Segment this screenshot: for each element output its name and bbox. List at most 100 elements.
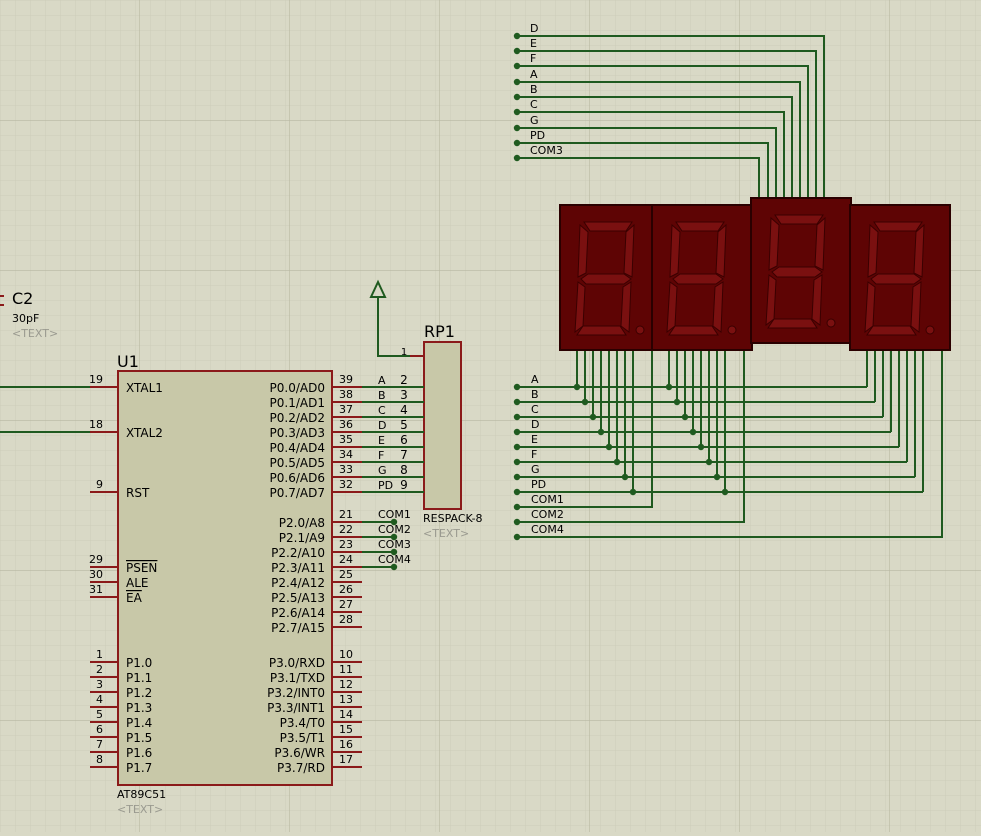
wire-top-B[interactable]: [517, 96, 793, 198]
net-label: A: [530, 68, 538, 81]
digit-3[interactable]: [750, 197, 852, 344]
seven-segment-display[interactable]: [559, 197, 951, 351]
segment: [910, 281, 922, 333]
decimal-point: [727, 325, 737, 335]
u1-pin-number: 8: [96, 753, 103, 766]
junction-dot: [390, 518, 398, 526]
segment: [870, 273, 922, 285]
segment: [672, 273, 724, 285]
net-label: A: [531, 373, 539, 386]
segment: [771, 266, 823, 278]
net-label-com: COM1: [378, 508, 411, 521]
power-terminal[interactable]: [369, 279, 410, 357]
wire-top-PD[interactable]: [517, 142, 769, 198]
rp1-pin-number: 7: [400, 448, 408, 462]
rp1-text: <TEXT>: [423, 527, 469, 540]
u1-pin-name: P2.5/A13: [271, 591, 325, 605]
power-arrow-icon: [369, 279, 387, 298]
junction-dot: [605, 443, 613, 451]
u1-pin-name: P3.4/T0: [280, 716, 325, 730]
wire-top-F[interactable]: [517, 65, 809, 198]
u1-pin-number: 19: [89, 373, 103, 386]
u1-body[interactable]: [117, 370, 333, 786]
junction-dot: [589, 413, 597, 421]
rp1-pin-number: 1: [401, 347, 407, 358]
u1-pin-name: P1.4: [126, 716, 152, 730]
digit-2[interactable]: [651, 204, 753, 351]
u1-pin-number: 35: [339, 433, 353, 446]
segment: [814, 216, 826, 271]
rp1-part: RESPACK-8: [423, 512, 483, 525]
u1-pin-number: 5: [96, 708, 103, 721]
u1-pin-number: 12: [339, 678, 353, 691]
digit-1[interactable]: [559, 204, 661, 351]
segment: [913, 223, 925, 278]
net-label: COM3: [530, 144, 563, 157]
net-label: G: [530, 114, 539, 127]
u1-pin-name: PSEN: [126, 561, 157, 575]
junction-dot: [665, 383, 673, 391]
net-label: COM4: [531, 523, 564, 536]
c2-value: 30pF: [12, 312, 39, 325]
u1-pin-name: XTAL1: [126, 381, 163, 395]
u1-pin-number: 39: [339, 373, 353, 386]
net-label: B: [378, 389, 386, 402]
wire-top-C[interactable]: [517, 111, 785, 198]
wire-top-E[interactable]: [517, 50, 817, 198]
u1-pin-number: 9: [96, 478, 103, 491]
u1-pin-number: 34: [339, 448, 353, 461]
u1-pin-name: P1.0: [126, 656, 152, 670]
u1-pin-number: 37: [339, 403, 353, 416]
u1-pin-number: 4: [96, 693, 103, 706]
rp1-pin-number: 5: [400, 418, 408, 432]
segment: [577, 223, 589, 278]
wire-com-digit[interactable]: [517, 350, 745, 523]
mcu-u1[interactable]: U1 19XTAL118XTAL29RST29PSEN30ALE31EA1P1.…: [89, 352, 362, 816]
u1-pin-number: 33: [339, 463, 353, 476]
segment: [866, 325, 917, 336]
wire-top-D[interactable]: [517, 35, 825, 198]
u1-part: AT89C51: [117, 788, 166, 801]
u1-pin-number: 18: [89, 418, 103, 431]
rp1-pin-number: 3: [400, 388, 408, 402]
u1-pin-number: 10: [339, 648, 353, 661]
wire-com-digit[interactable]: [517, 350, 653, 508]
u1-pin-number: 13: [339, 693, 353, 706]
net-label: C: [378, 404, 386, 417]
u1-pin-number: 2: [96, 663, 103, 676]
net-label-com: COM3: [378, 538, 411, 551]
wire-com-digit[interactable]: [517, 350, 943, 538]
net-label: B: [530, 83, 538, 96]
net-label: PD: [530, 129, 545, 142]
junction-dot: [573, 383, 581, 391]
segment: [583, 221, 633, 232]
wire-top-A[interactable]: [517, 81, 801, 198]
u1-pin-name: P3.2/INT0: [267, 686, 325, 700]
segment: [668, 325, 719, 336]
u1-ref: U1: [117, 352, 139, 371]
net-label: G: [378, 464, 387, 477]
u1-pin-name: P2.4/A12: [271, 576, 325, 590]
digit-4[interactable]: [849, 204, 951, 351]
capacitor-c2[interactable]: C2 30pF <TEXT>: [0, 289, 58, 340]
u1-pin-name: P0.3/AD3: [270, 426, 325, 440]
u1-pin-name: P3.6/WR: [274, 746, 325, 760]
decimal-point: [635, 325, 645, 335]
net-label: B: [531, 388, 539, 401]
segment: [620, 281, 632, 333]
rp1-pin-number: 4: [400, 403, 408, 417]
rp1-body[interactable]: [423, 341, 462, 510]
u1-pin-number: 17: [339, 753, 353, 766]
net-label: A: [378, 374, 386, 387]
u1-pin-name: P1.3: [126, 701, 152, 715]
wire-top-COM3[interactable]: [517, 157, 760, 198]
u1-pin-name: P1.7: [126, 761, 152, 775]
wire-top-G[interactable]: [517, 127, 777, 198]
decimal-point: [925, 325, 935, 335]
u1-pin-number: 28: [339, 613, 353, 626]
junction-dot: [705, 458, 713, 466]
